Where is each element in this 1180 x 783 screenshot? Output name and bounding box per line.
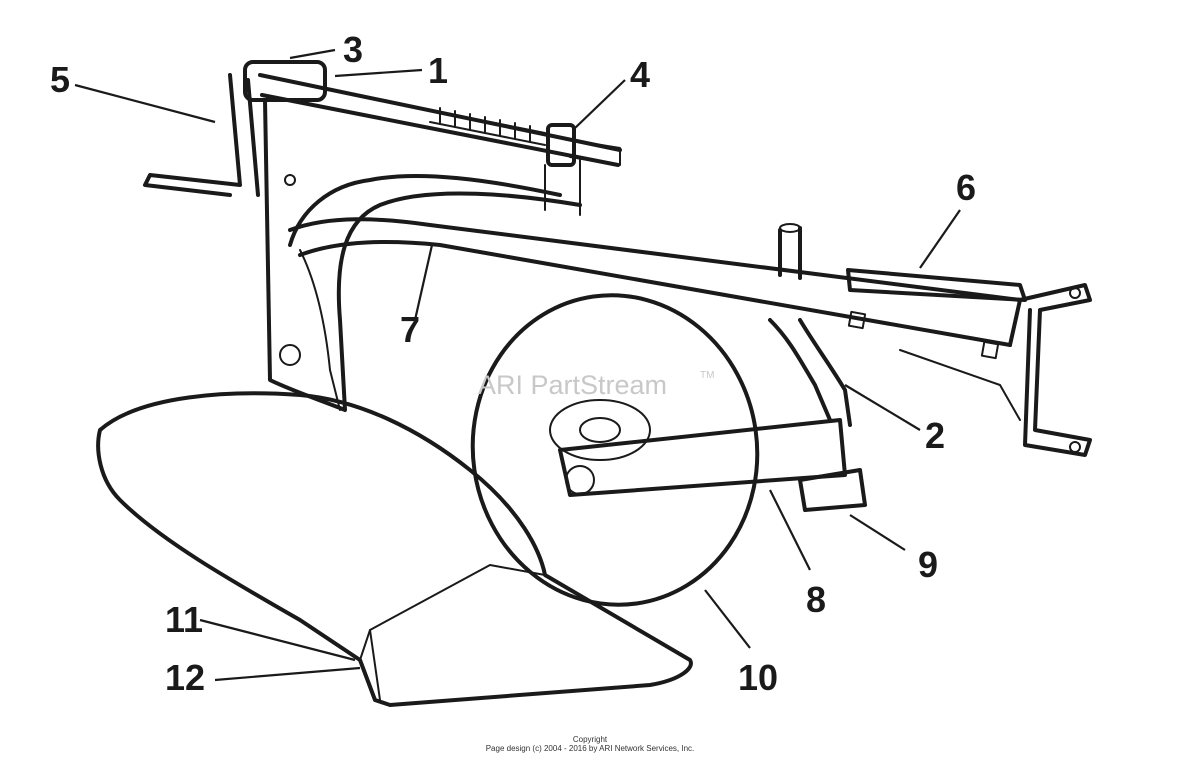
leader-lines (74, 48, 961, 682)
callout-4: 4 (630, 54, 650, 95)
footer-page-design: Page design (c) 2004 - 2016 by ARI Netwo… (485, 744, 695, 753)
callout-2: 2 (925, 415, 945, 456)
callout-8: 8 (806, 579, 826, 620)
callout-9: 9 (918, 544, 938, 585)
watermark-text: ARI PartStream (478, 370, 667, 400)
coulter-arm (558, 318, 867, 512)
frame-plate (263, 98, 582, 412)
main-beam (288, 217, 1022, 360)
callout-6: 6 (956, 167, 976, 208)
coulter-disc (470, 293, 760, 607)
callout-3: 3 (343, 29, 363, 70)
footer-copyright: Copyright (572, 735, 608, 744)
callout-labels: 1 2 3 4 5 6 7 8 9 10 11 12 (50, 29, 976, 698)
callout-11: 11 (165, 599, 203, 640)
adjustment-screw (143, 60, 622, 216)
callout-12: 12 (165, 657, 205, 698)
watermark: ARI PartStream TM (478, 370, 714, 400)
callout-10: 10 (738, 657, 778, 698)
hitch-bracket (846, 268, 1092, 457)
moldboard-share (96, 391, 693, 707)
callout-7: 7 (400, 309, 420, 350)
watermark-tm: TM (700, 370, 714, 381)
callout-5: 5 (50, 59, 70, 100)
callout-1: 1 (428, 50, 448, 91)
